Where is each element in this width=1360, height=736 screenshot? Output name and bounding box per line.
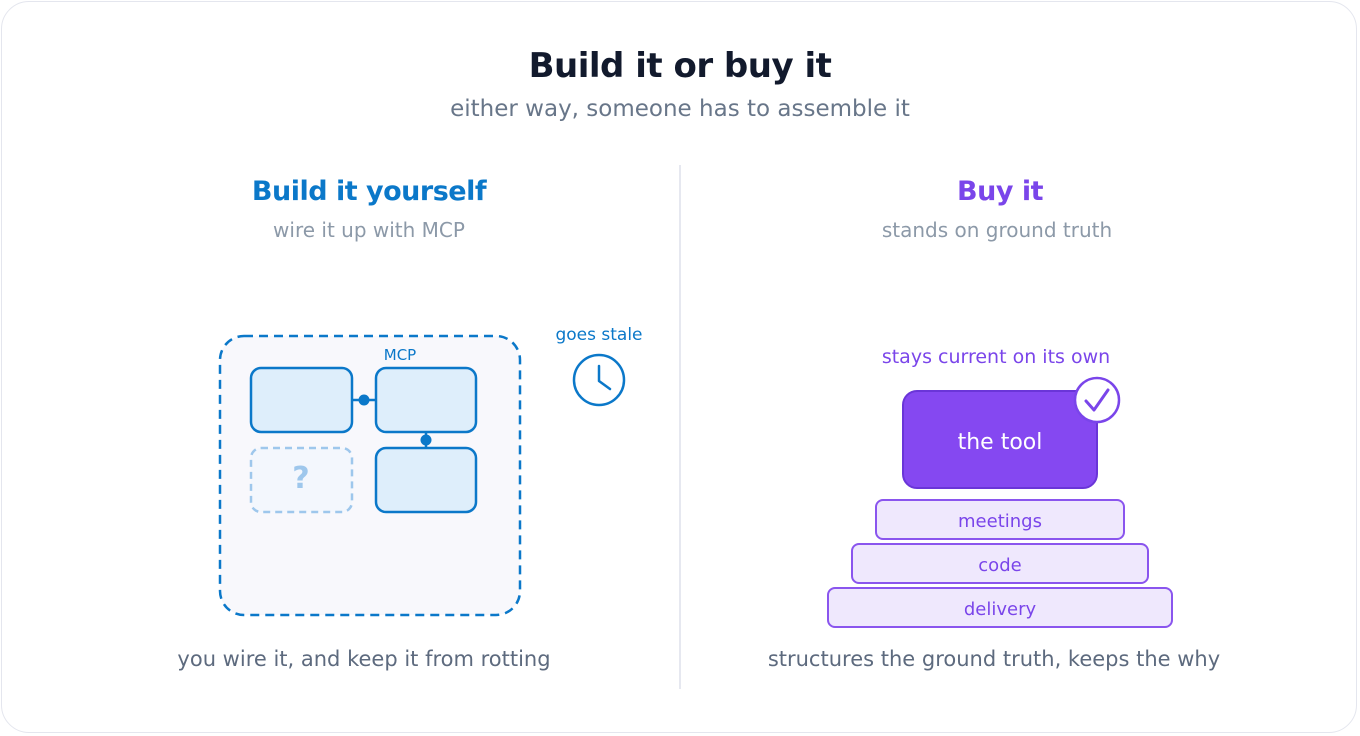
module-box (374, 366, 478, 434)
clock-icon (572, 353, 626, 407)
page-title: Build it or buy it (528, 46, 832, 86)
tool-block (902, 390, 1098, 489)
missing-module-glyph: ? (292, 461, 309, 496)
mcp-label: MCP (384, 346, 416, 364)
module-box (374, 446, 478, 514)
layer-code-label: code (978, 555, 1021, 576)
build-title: Build it yourself (251, 176, 487, 207)
stale-label: goes stale (555, 325, 642, 345)
build-subtitle: wire it up with MCP (273, 218, 465, 242)
layer-meetings (875, 499, 1125, 540)
layer-meetings-label: meetings (958, 511, 1042, 532)
layer-delivery (827, 587, 1173, 628)
stays-current-label: stays current on its own (882, 346, 1110, 368)
build-caption: you wire it, and keep it from rotting (177, 647, 551, 671)
connector-dot (420, 434, 432, 446)
buy-caption: structures the ground truth, keeps the w… (767, 647, 1221, 671)
layer-delivery-label: delivery (964, 599, 1037, 620)
stale-indicator: goes stale (555, 325, 643, 407)
buy-title: Buy it (957, 176, 1043, 207)
page-subtitle: either way, someone has to assemble it (450, 96, 910, 122)
buy-subtitle: stands on ground truth (881, 218, 1113, 242)
missing-module-box (249, 446, 354, 514)
check-circle-icon (1073, 376, 1121, 424)
layer-code (851, 543, 1149, 584)
tool-stack: stays current on its own the tool meetin… (827, 346, 1173, 628)
column-divider (679, 165, 681, 689)
module-box (249, 366, 354, 434)
mcp-diagram: MCP ? (218, 334, 522, 617)
connector-dot (358, 394, 370, 406)
tool-label: the tool (958, 430, 1043, 455)
